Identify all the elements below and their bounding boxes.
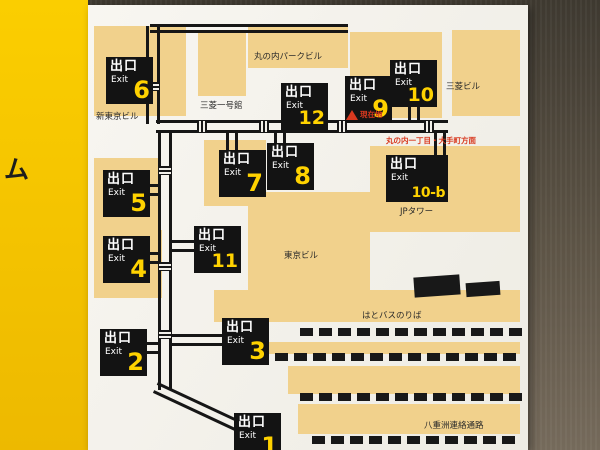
current-location-marker: 現在地 [346, 109, 383, 120]
exit-number: 1 [261, 432, 278, 450]
station-exit-map: 丸の内パークビル三菱一号館新東京ビル 三菱ビル JPタワー東京ビルはとバスのりば八重… [88, 5, 528, 450]
exit-kanji-label: 出口 [223, 152, 252, 167]
sign-yellow-border: ム [0, 0, 88, 450]
exit-kanji-label: 出口 [198, 228, 227, 243]
exit-kanji-label: 出口 [271, 145, 300, 160]
walkway-corridor [226, 132, 238, 152]
exit-en-label: Exit [239, 431, 257, 441]
exit-number: 12 [298, 107, 325, 129]
building-block [288, 366, 520, 394]
building-label: 新東京ビル [96, 112, 139, 122]
exit-en-label: Exit [227, 336, 245, 346]
stairs-icon [159, 166, 171, 175]
building-label: はとバスのりば [362, 311, 422, 321]
walkway-corridor [158, 132, 172, 390]
stairs-icon [197, 121, 207, 132]
sign-partial-text: ム [4, 155, 30, 184]
stairs-icon [147, 82, 159, 91]
exit-number: 11 [211, 250, 238, 272]
building-label: 三菱一号館 [200, 101, 243, 111]
bus-stand-shape [413, 274, 461, 298]
exit-number: 3 [249, 337, 266, 365]
building-label: JPタワー [400, 207, 434, 217]
building-block [256, 342, 520, 354]
exit-en-label: Exit [108, 188, 126, 198]
walkway-corridor [150, 24, 348, 33]
walkway-corridor [434, 132, 446, 156]
exit-en-label: Exit [272, 161, 290, 171]
platform-dash-row [300, 393, 522, 401]
exit-number: 6 [133, 76, 150, 104]
exit-kanji-label: 出口 [104, 331, 133, 346]
exit-kanji-label: 出口 [349, 78, 378, 93]
exit-number: 10 [407, 84, 434, 106]
exit-kanji-label: 出口 [285, 85, 314, 100]
building-block [298, 404, 520, 434]
building-label: 東京ビル [284, 251, 319, 261]
platform-dash-row [300, 328, 522, 336]
platform-dash-row [256, 353, 522, 361]
exit-kanji-label: 出口 [107, 172, 136, 187]
stairs-icon [159, 262, 171, 271]
exit-en-label: Exit [111, 75, 129, 85]
current-location-label: 現在地 [360, 110, 383, 119]
exit-en-label: Exit [395, 78, 413, 88]
walkway-corridor [144, 342, 160, 354]
exit-kanji-label: 出口 [394, 62, 423, 77]
exit-number: 5 [130, 189, 147, 217]
bus-stand-shape [465, 280, 501, 298]
exit-number: 4 [130, 255, 147, 283]
exit-kanji-label: 出口 [226, 320, 255, 335]
exit-kanji-label: 出口 [390, 157, 419, 172]
building-block [248, 192, 370, 290]
exit-number: 2 [127, 348, 144, 376]
exit-en-label: Exit [391, 173, 409, 183]
direction-note: 丸の内一丁目・大手町方面 [386, 136, 476, 145]
stairs-icon [159, 330, 171, 339]
walkway-corridor [170, 334, 224, 346]
walkway-corridor [408, 102, 420, 121]
exit-kanji-label: 出口 [107, 238, 136, 253]
building-block [452, 30, 520, 116]
exit-number: 7 [246, 169, 263, 197]
exit-number: 8 [294, 162, 311, 190]
stairs-icon [424, 121, 434, 132]
exit-kanji-label: 出口 [238, 415, 267, 430]
building-label: 丸の内パークビル [254, 52, 323, 62]
exit-number: 9 [372, 95, 389, 123]
building-block [198, 30, 246, 96]
exit-en-label: Exit [224, 168, 242, 178]
exit-en-label: Exit [199, 244, 217, 254]
stairs-icon [259, 121, 269, 132]
walkway-corridor [146, 184, 160, 196]
building-label: 八重洲連絡通路 [424, 421, 484, 431]
exit-en-label: Exit [108, 254, 126, 264]
building-label: 三菱ビル [446, 82, 481, 92]
exit-number: 10-b [411, 185, 446, 201]
exit-kanji-label: 出口 [110, 59, 139, 74]
platform-dash-row [312, 436, 520, 444]
walkway-corridor [170, 240, 196, 252]
walkway-corridor [274, 132, 286, 145]
walkway-corridor [148, 252, 160, 264]
exit-en-label: Exit [286, 101, 304, 111]
exit-en-label: Exit [105, 347, 123, 357]
triangle-up-icon [346, 110, 358, 120]
exit-en-label: Exit [350, 94, 368, 104]
stairs-icon [337, 121, 347, 132]
